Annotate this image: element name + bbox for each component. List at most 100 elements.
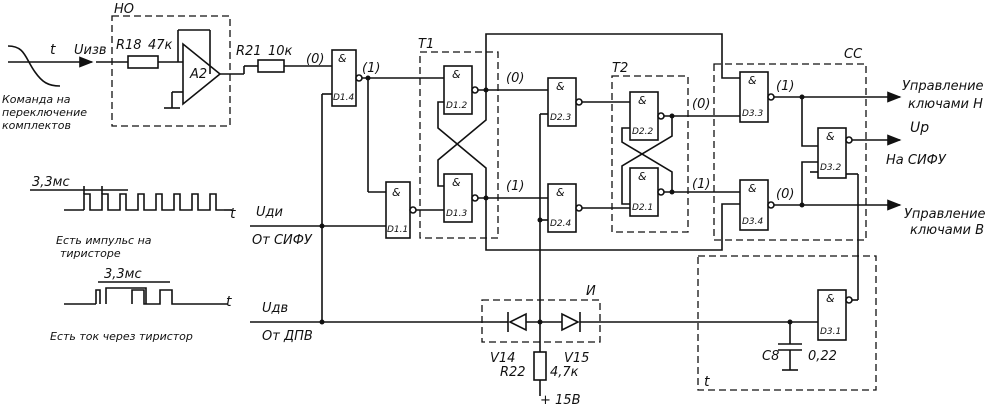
- udv-source: От ДПВ: [262, 329, 313, 344]
- udv-label: Uдв: [262, 301, 288, 316]
- svg-text:&: &: [452, 176, 461, 189]
- svg-text:D2.3: D2.3: [550, 113, 572, 123]
- block-cc: [713, 63, 867, 241]
- block-t-timer: [697, 255, 877, 391]
- gate-d13: & D1.3: [443, 173, 479, 223]
- waveform1-t: t: [230, 206, 236, 222]
- svg-text:D2.1: D2.1: [632, 203, 653, 213]
- uiz-note-line1: Команда на: [2, 93, 71, 106]
- output-sifu: На СИФУ: [886, 153, 947, 168]
- svg-text:&: &: [392, 186, 401, 199]
- c8-label: C8: [762, 349, 779, 364]
- uiz-note-line3: комплектов: [2, 119, 71, 132]
- gate-d22: & D2.2: [629, 91, 665, 141]
- waveform2-t: t: [226, 294, 232, 310]
- state-d14-in: (0): [306, 52, 324, 67]
- udu-label: Uди: [256, 205, 283, 220]
- state-t1-bot: (1): [506, 179, 524, 194]
- svg-text:D3.2: D3.2: [820, 163, 842, 173]
- udu-source: От СИФУ: [252, 233, 313, 248]
- gate-d24: & D2.4: [547, 183, 583, 233]
- resistor-r18: [96, 55, 183, 69]
- svg-text:D2.2: D2.2: [632, 127, 654, 137]
- r22-label: R22: [500, 365, 526, 380]
- svg-text:&: &: [638, 94, 647, 107]
- svg-text:D3.3: D3.3: [742, 109, 764, 119]
- state-d34-out: (0): [776, 187, 794, 202]
- diode-v14: [507, 312, 527, 332]
- svg-text:&: &: [748, 182, 757, 195]
- r21-label: R21: [236, 44, 262, 59]
- uiz-label: Uизв: [74, 43, 107, 58]
- block-t-label: t: [704, 374, 710, 390]
- state-d33-out: (1): [776, 79, 794, 94]
- state-d14-out: (1): [362, 61, 380, 76]
- opamp-a2-label: A2: [189, 67, 207, 82]
- pulse-waveform-1: [30, 186, 232, 211]
- waveform2-note: Есть ток через тиристор: [50, 330, 193, 343]
- svg-text:&: &: [556, 186, 565, 199]
- output-keys-n-line2: ключами Н: [908, 97, 983, 112]
- opamp-a2: [164, 29, 244, 109]
- gate-d21: & D2.1: [629, 167, 665, 217]
- block-t1: [419, 51, 499, 239]
- supply-label: + 15В: [540, 393, 581, 408]
- block-i-label: И: [586, 284, 596, 299]
- r22-value: 4,7к: [550, 365, 579, 380]
- block-t2: [611, 75, 689, 233]
- svg-text:D1.3: D1.3: [446, 209, 468, 219]
- v14-label: V14: [490, 351, 515, 366]
- waveform1-note-line1: Есть импульс на: [56, 234, 152, 247]
- state-t2-top: (0): [692, 97, 710, 112]
- uiz-note-line2: переключение: [2, 106, 87, 119]
- output-keys-v-line2: ключами В: [910, 223, 984, 238]
- r21-value: 10к: [268, 44, 293, 59]
- svg-text:D1.1: D1.1: [387, 225, 408, 235]
- gate-d34: & D3.4: [739, 179, 775, 231]
- output-keys-n-line1: Управление: [902, 79, 984, 94]
- c8-value: 0,22: [808, 349, 837, 364]
- block-cc-label: СС: [844, 47, 863, 62]
- svg-text:&: &: [826, 130, 835, 143]
- block-i: [481, 299, 601, 343]
- state-t1-top: (0): [506, 71, 524, 86]
- pulse-waveform-2: [64, 281, 228, 305]
- block-no: [111, 15, 231, 127]
- block-no-label: НО: [114, 2, 134, 17]
- r18-label: R18: [116, 38, 142, 53]
- output-keys-v-line1: Управление: [904, 207, 986, 222]
- gate-d14: & D1.4: [331, 49, 363, 107]
- svg-text:D1.4: D1.4: [333, 93, 355, 103]
- waveform1-note-line2: тиристоре: [60, 247, 121, 260]
- capacitor-c8: [778, 322, 802, 371]
- svg-text:&: &: [556, 80, 565, 93]
- block-t2-label: Т2: [612, 61, 628, 76]
- diode-v15: [561, 312, 581, 332]
- output-up: Uр: [910, 120, 929, 136]
- waveform1-period: 3,3мс: [32, 175, 70, 190]
- v15-label: V15: [564, 351, 589, 366]
- gate-d12: & D1.2: [443, 65, 479, 115]
- resistor-r22: [533, 351, 547, 396]
- svg-text:&: &: [338, 52, 347, 65]
- svg-text:&: &: [826, 292, 835, 305]
- gate-d33: & D3.3: [739, 71, 775, 123]
- resistor-r21: [243, 59, 332, 74]
- svg-text:&: &: [748, 74, 757, 87]
- waveform2-period: 3,3мс: [104, 267, 142, 282]
- svg-text:D1.2: D1.2: [446, 101, 468, 111]
- block-t1-label: Т1: [418, 37, 434, 52]
- state-t2-bot: (1): [692, 177, 710, 192]
- gate-d11: & D1.1: [385, 181, 417, 239]
- t-axis-label: t: [50, 42, 56, 58]
- svg-text:D3.4: D3.4: [742, 217, 764, 227]
- svg-text:D2.4: D2.4: [550, 219, 572, 229]
- gate-d31: & D3.1: [817, 289, 853, 341]
- svg-text:&: &: [452, 68, 461, 81]
- gate-d32: & D3.2: [817, 127, 853, 179]
- r18-value: 47к: [148, 38, 173, 53]
- svg-text:&: &: [638, 170, 647, 183]
- command-waveform: t: [7, 42, 94, 87]
- svg-text:D3.1: D3.1: [820, 327, 841, 337]
